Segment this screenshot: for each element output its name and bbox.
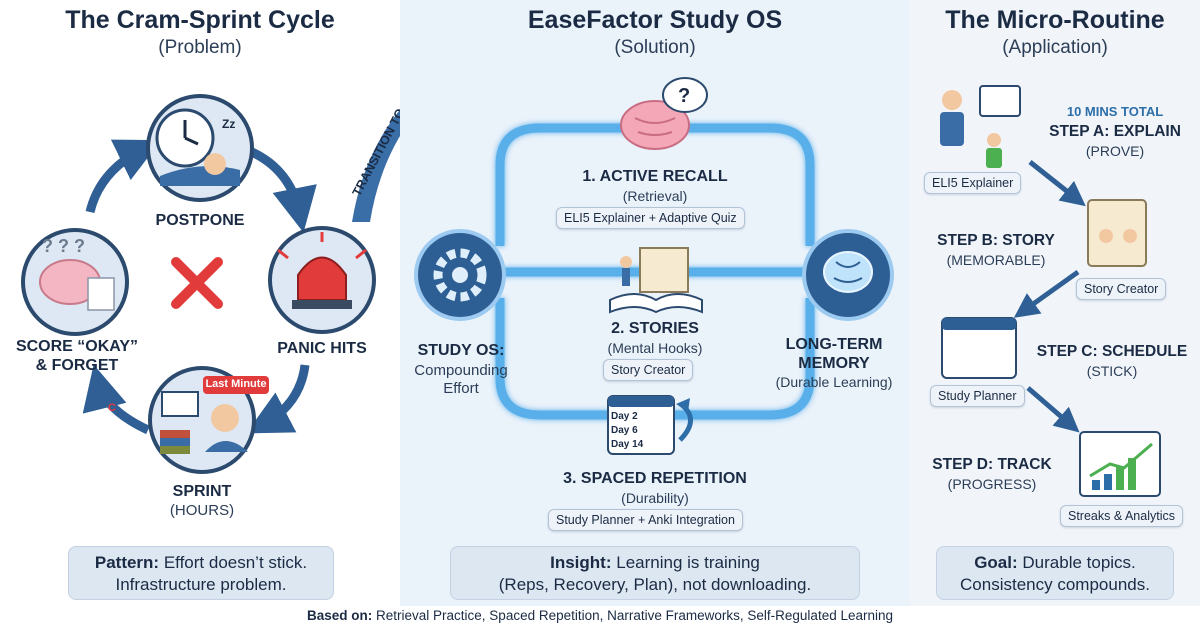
planner-calendar-icon: [941, 317, 1017, 379]
story-creator-chip: Story Creator: [603, 359, 694, 381]
pattern-bold: Pattern:: [94, 553, 160, 572]
sprint-sublabel: (HOURS): [169, 502, 235, 519]
teacher-icon: [940, 85, 1021, 168]
planner-anki-chip: Study Planner + Anki Integration: [548, 509, 743, 531]
hub-right-line3: (Durable Learning): [775, 374, 893, 390]
postpone-icon: Zz: [146, 94, 254, 202]
story-creator-chip-right: Story Creator: [1076, 278, 1167, 300]
score-label-line1: SCORE “OKAY”: [15, 338, 139, 355]
insight-text-1: Learning is training: [616, 553, 760, 572]
sources-footer: Based on: Retrieval Practice, Spaced Rep…: [0, 608, 1200, 630]
application-title: The Micro-Routine: [945, 6, 1165, 34]
study-os-gear-icon: [414, 229, 506, 321]
last-minute-label: Last Minute: [205, 378, 267, 390]
stepD-sublabel: (PROGRESS): [947, 476, 1037, 492]
hub-left-line2: Compounding: [414, 362, 508, 379]
failure-x-icon: [171, 257, 223, 309]
svg-text:Zz: Zz: [222, 117, 235, 131]
stepA-label: STEP A: EXPLAIN: [1049, 123, 1181, 140]
stepD-label: STEP D: TRACK: [932, 456, 1052, 473]
routine-arrow-2: [1013, 269, 1080, 318]
hub-right-line1: LONG-TERM: [785, 336, 883, 353]
score-label-line2: & FORGET: [35, 357, 119, 374]
spaced-calendar-icon: [607, 395, 693, 455]
solution-title: EaseFactor Study OS: [527, 6, 783, 34]
problem-title: The Cram-Sprint Cycle: [65, 6, 335, 34]
pattern-text-1: Effort doesn’t stick.: [163, 553, 308, 572]
memory-brain-icon: [802, 229, 894, 321]
pattern-text-2: Infrastructure problem.: [115, 575, 287, 594]
sources-text: Retrieval Practice, Spaced Repetition, N…: [376, 608, 894, 623]
panic-label: PANIC HITS: [277, 340, 367, 357]
routine-arrow-3: [1026, 386, 1080, 433]
analytics-chart-icon: [1079, 431, 1161, 497]
stepB-label: STEP B: STORY: [937, 232, 1055, 249]
last-minute-badge: [203, 376, 269, 394]
routine-arrow-1: [1028, 160, 1086, 207]
solution-subtitle: (Solution): [614, 37, 696, 58]
goal-box: Goal: Durable topics. Consistency compou…: [936, 546, 1174, 600]
stepC-label: STEP C: SCHEDULE: [1036, 343, 1188, 360]
micro-routine-diagram: [940, 85, 1161, 497]
hub-right-line2: MEMORY: [798, 355, 870, 372]
step2-title: 2. STORIES: [611, 320, 699, 337]
grade-label: C: [108, 402, 116, 414]
pattern-box: Pattern: Effort doesn’t stick. Infrastru…: [68, 546, 334, 600]
sprint-label: SPRINT: [172, 483, 232, 500]
eli5-quiz-chip: ELI5 Explainer + Adaptive Quiz: [556, 207, 745, 229]
insight-bold: Insight:: [550, 553, 612, 572]
step1-subtitle: (Retrieval): [622, 188, 688, 204]
hub-left-line1: STUDY OS:: [417, 342, 505, 359]
step2-subtitle: (Mental Hooks): [607, 340, 703, 356]
study-os-diagram: ?: [414, 77, 894, 455]
step3-title: 3. SPACED REPETITION: [563, 470, 747, 487]
goal-text-2: Consistency compounds.: [960, 575, 1150, 594]
eli5-explainer-chip: ELI5 Explainer: [924, 172, 1022, 194]
application-panel: The Micro-Routine (Application): [910, 0, 1200, 606]
application-subtitle: (Application): [1002, 37, 1108, 58]
stepC-sublabel: (STICK): [1086, 363, 1138, 379]
postpone-label: POSTPONE: [155, 212, 245, 229]
stepB-sublabel: (MEMORABLE): [946, 252, 1046, 268]
stepA-sublabel: (PROVE): [1085, 143, 1145, 159]
stories-book-icon: [609, 247, 703, 314]
study-planner-chip: Study Planner: [930, 385, 1025, 407]
calendar-day-1: Day 2: [611, 411, 638, 422]
sources-bold: Based on:: [306, 608, 373, 623]
hub-left-line3: Effort: [443, 380, 479, 397]
cycle-arrow-4: [85, 139, 162, 214]
insight-text-2: (Reps, Recovery, Plan), not downloading.: [498, 575, 812, 594]
goal-bold: Goal:: [974, 553, 1018, 572]
insight-box: Insight: Learning is training (Reps, Rec…: [450, 546, 860, 600]
cycle-arrow-2: [246, 364, 310, 434]
cram-cycle-diagram: Zz ? ? ?: [21, 94, 376, 474]
story-scroll-icon: [1087, 199, 1147, 267]
calendar-day-3: Day 14: [611, 439, 644, 450]
svg-text:?: ?: [678, 85, 690, 107]
streaks-analytics-chip: Streaks & Analytics: [1060, 505, 1183, 527]
cycle-arrow-3: [82, 364, 150, 435]
step3-subtitle: (Durability): [621, 490, 689, 506]
alarm-icon: [268, 226, 376, 334]
confused-brain-icon: ? ? ?: [21, 228, 129, 336]
problem-panel: The Cram-Sprint Cycle (Problem) Zz: [0, 0, 400, 606]
goal-text-1: Durable topics.: [1022, 553, 1136, 572]
total-time-label: 10 MINS TOTAL: [1066, 104, 1164, 119]
solution-panel: EaseFactor Study OS (Solution): [400, 0, 910, 606]
calendar-day-2: Day 6: [611, 425, 638, 436]
problem-subtitle: (Problem): [158, 37, 242, 58]
recall-brain-icon: ?: [620, 77, 708, 150]
svg-text:? ? ?: ? ? ?: [42, 236, 85, 256]
step1-title: 1. ACTIVE RECALL: [582, 168, 728, 185]
